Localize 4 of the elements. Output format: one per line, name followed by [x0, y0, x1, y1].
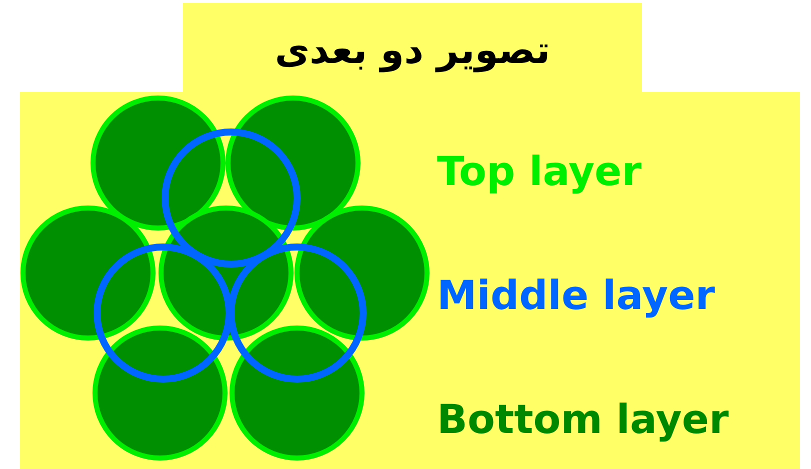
title: تصویر دو بعدی [183, 3, 642, 93]
layer-label: Bottom layer [437, 400, 729, 440]
layer-label: Top layer [437, 152, 642, 192]
layer-label: Middle layer [437, 276, 715, 316]
